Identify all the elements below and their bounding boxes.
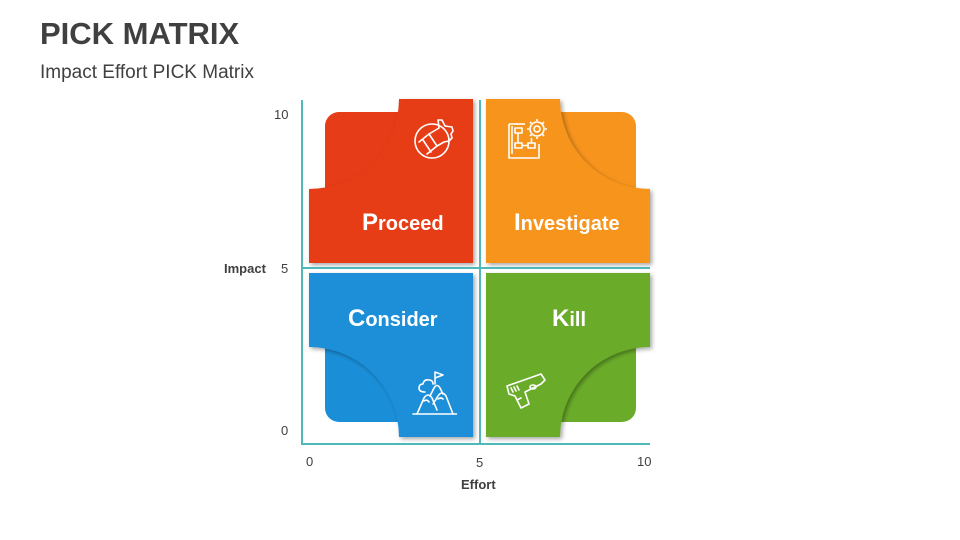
y-tick-10: 10 [274, 107, 289, 122]
blueprint-gear-icon [508, 119, 547, 159]
label-rest: nvestigate [520, 213, 620, 235]
quadrant-label-proceed: Proceed [362, 209, 444, 237]
x-axis-line [301, 443, 650, 445]
y-axis-line [301, 100, 303, 445]
y-tick-5: 5 [281, 261, 289, 276]
page-subtitle: Impact Effort PICK Matrix [40, 62, 254, 83]
mountain-flag-icon [412, 371, 457, 415]
label-initial: C [348, 305, 366, 332]
page-title: PICK MATRIX [40, 16, 240, 51]
quadrant-consider-shape [309, 273, 473, 437]
label-rest: roceed [378, 213, 444, 235]
label-initial: P [362, 209, 379, 236]
quadrant-proceed-shape [309, 99, 473, 263]
thumbs-up-icon [414, 119, 454, 159]
y-tick-0: 0 [281, 423, 289, 438]
horizontal-midline [301, 267, 650, 269]
quadrant-label-kill: Kill [552, 305, 586, 333]
y-axis-label: Impact [224, 261, 266, 276]
x-axis-label: Effort [461, 477, 496, 492]
x-tick-0: 0 [306, 454, 314, 469]
x-tick-10: 10 [637, 454, 652, 469]
label-rest: ill [569, 309, 587, 331]
quadrant-label-consider: Consider [348, 305, 438, 333]
pistol-icon [506, 373, 546, 409]
label-rest: onsider [365, 309, 438, 331]
label-initial: I [514, 209, 521, 236]
x-tick-5: 5 [476, 455, 484, 470]
quadrant-label-investigate: Investigate [514, 209, 620, 237]
label-initial: K [552, 305, 570, 332]
vertical-midline [479, 100, 481, 445]
quadrant-investigate-shape [486, 99, 650, 263]
